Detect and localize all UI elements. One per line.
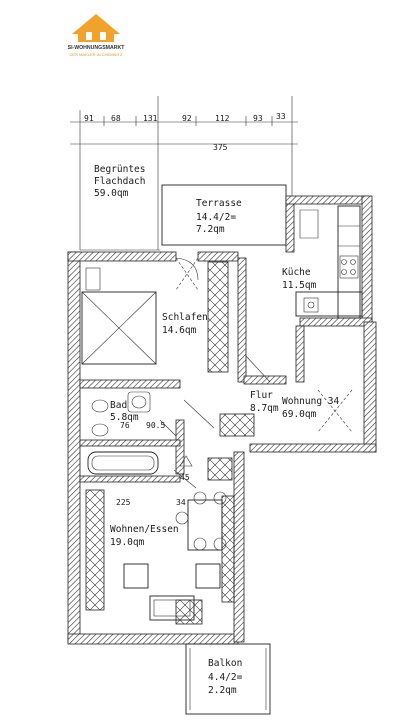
area-hall: 8.7qm: [250, 403, 279, 414]
exterior-walls: [67, 195, 377, 645]
label-green-roof-1: Begrüntes: [94, 164, 145, 175]
label-green-roof-2: Flachdach: [94, 176, 145, 187]
dim-top-4: 92: [182, 114, 192, 123]
room-labels: Begrüntes Flachdach 59.0qm Terrasse 14.4…: [94, 164, 339, 696]
doors: [159, 257, 353, 489]
company-logo: SI-WOHNUNGSMARKT DER MAKLER IN CHEMNITZ: [68, 14, 126, 57]
living-furniture: [123, 491, 227, 621]
bath-fittings: [87, 391, 159, 475]
area-apartment: 69.0qm: [282, 409, 317, 420]
dim-top-7: 33: [276, 112, 286, 121]
dim-top-6: 93: [253, 114, 263, 123]
area-kitchen: 11.5qm: [282, 280, 317, 291]
dim-top-5: 112: [215, 114, 230, 123]
bed: [81, 267, 157, 365]
label-bedroom: Schlafen: [162, 312, 208, 323]
label-kitchen: Küche: [282, 267, 311, 278]
house-roof-icon: [72, 14, 120, 34]
dim-top-3: 131: [143, 114, 158, 123]
dim-bath-right: 90.5: [146, 421, 165, 430]
top-dimension-chain: 91 68 131 92 112 93 33 375: [70, 96, 298, 152]
shafts: [85, 261, 255, 625]
interior-walls: [79, 257, 305, 483]
dim-top-1: 91: [84, 114, 94, 123]
dim-living-width: 225: [116, 498, 131, 507]
label-apartment: Wohnung 34: [282, 396, 339, 407]
dim-stair: 45: [180, 473, 190, 482]
label-balcony: Balkon: [208, 658, 242, 669]
area-bath: 5.8qm: [110, 412, 139, 423]
label-living: Wohnen/Essen: [110, 524, 179, 535]
label-terrace: Terrasse: [196, 198, 242, 209]
area-terrace: 7.2qm: [196, 224, 225, 235]
dim-bath-left: 76: [120, 421, 130, 430]
dim-top-2: 68: [111, 114, 121, 123]
formula-terrace: 14.4/2=: [196, 212, 236, 223]
area-bedroom: 14.6qm: [162, 325, 197, 336]
kitchen-fittings: [295, 205, 363, 319]
dim-span: 375: [213, 143, 228, 152]
area-green-roof: 59.0qm: [94, 188, 129, 199]
dim-living-small: 34: [176, 498, 186, 507]
area-living: 19.0qm: [110, 537, 145, 548]
label-hall: Flur: [250, 390, 273, 401]
area-balcony: 2.2qm: [208, 685, 237, 696]
label-bath: Bad: [110, 400, 127, 411]
formula-balcony: 4.4/2=: [208, 672, 243, 683]
logo-name: SI-WOHNUNGSMARKT: [68, 45, 126, 51]
house-body-icon: [78, 30, 114, 42]
balcony-outline: [185, 643, 271, 715]
logo-tagline: DER MAKLER IN CHEMNITZ: [70, 52, 123, 57]
